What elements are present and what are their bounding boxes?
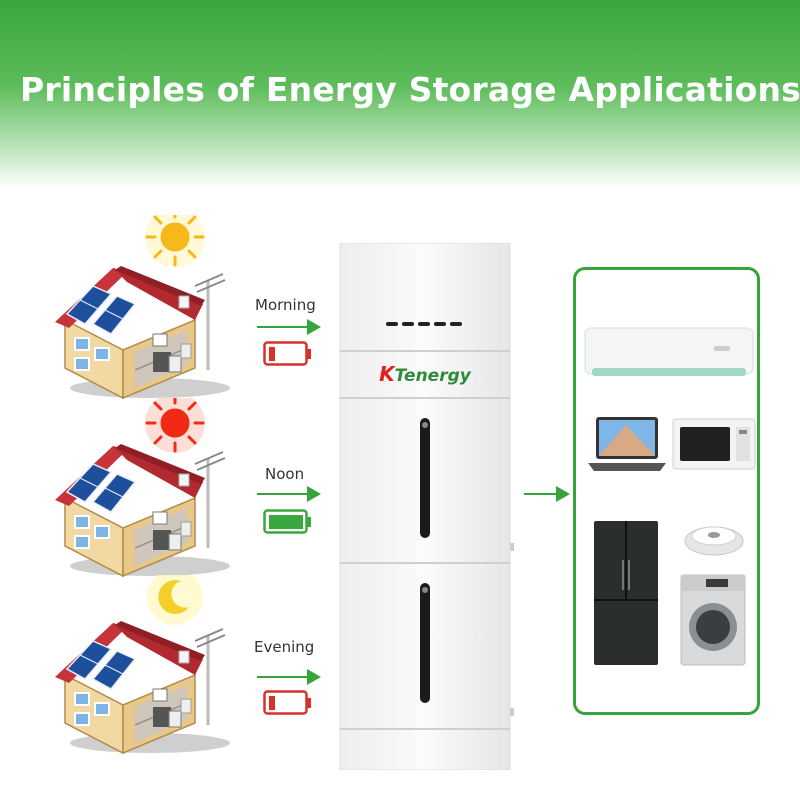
hot-sun-icon — [145, 398, 205, 453]
refrigerator-icon — [594, 521, 658, 665]
house-noon — [55, 398, 232, 578]
arrow-right-icon — [524, 486, 570, 502]
sun-icon — [145, 215, 205, 267]
robot-vacuum-icon — [684, 526, 744, 556]
moon-icon — [147, 575, 203, 625]
page-title: Principles of Energy Storage Application… — [20, 70, 800, 109]
header-banner: Principles of Energy Storage Application… — [0, 0, 800, 190]
arrow-right-icon — [257, 319, 321, 335]
battery-full-icon — [263, 509, 311, 534]
period-label-evening: Evening — [254, 638, 315, 656]
battery-low-icon — [263, 341, 311, 366]
period-label-morning: Morning — [255, 296, 316, 314]
appliances-panel — [573, 267, 760, 715]
microwave-icon — [672, 418, 756, 470]
washing-machine-icon — [680, 574, 746, 666]
battery-storage-unit — [339, 243, 514, 770]
battery-low-icon — [263, 690, 311, 715]
house-evening — [55, 575, 232, 755]
house-morning — [55, 215, 232, 400]
arrow-right-icon — [257, 486, 321, 502]
period-label-noon: Noon — [265, 465, 305, 483]
arrow-right-icon — [257, 669, 321, 685]
air-conditioner-icon — [584, 327, 754, 376]
brand-logo: KTenergy — [379, 362, 471, 386]
laptop-icon — [588, 417, 666, 471]
